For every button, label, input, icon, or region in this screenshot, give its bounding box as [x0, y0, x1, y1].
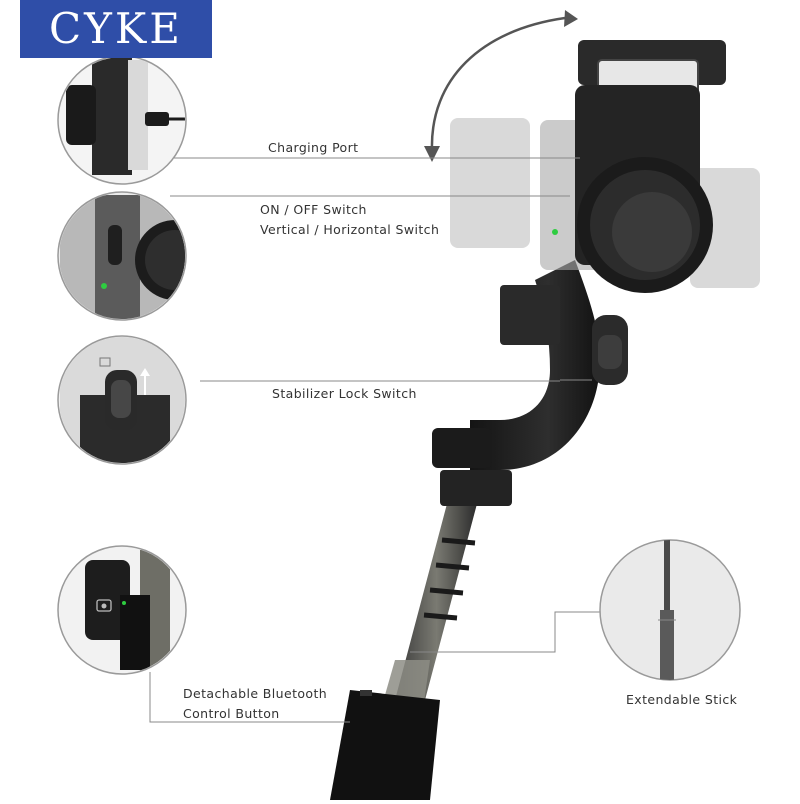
brand-logo: CYKE	[20, 0, 212, 58]
detail-power-switch	[57, 191, 187, 321]
callout-stabilizer-lock: Stabilizer Lock Switch	[272, 386, 417, 401]
phone-clamp	[450, 40, 760, 345]
rotation-arrow-icon	[424, 10, 578, 162]
callout-switches: ON / OFF Switch Vertical / Horizontal Sw…	[260, 202, 440, 237]
callout-charging-port: Charging Port	[268, 140, 359, 155]
extendable-stick	[330, 500, 478, 800]
usb-c-plug-icon	[145, 112, 185, 126]
leader-lines	[149, 157, 600, 723]
camera-icon	[96, 599, 112, 612]
detail-bluetooth-remote	[57, 545, 187, 675]
brand-name: CYKE	[49, 4, 183, 53]
callout-bluetooth: Detachable Bluetooth Control Button	[183, 686, 328, 721]
detail-lock-switch	[57, 335, 187, 465]
lock-icon	[99, 357, 111, 367]
callout-extendable-stick: Extendable Stick	[626, 692, 738, 707]
detail-charging-port	[57, 55, 187, 185]
gimbal-arm	[432, 260, 628, 506]
detail-extendable-stick	[599, 539, 741, 681]
indicator-led	[552, 229, 558, 235]
